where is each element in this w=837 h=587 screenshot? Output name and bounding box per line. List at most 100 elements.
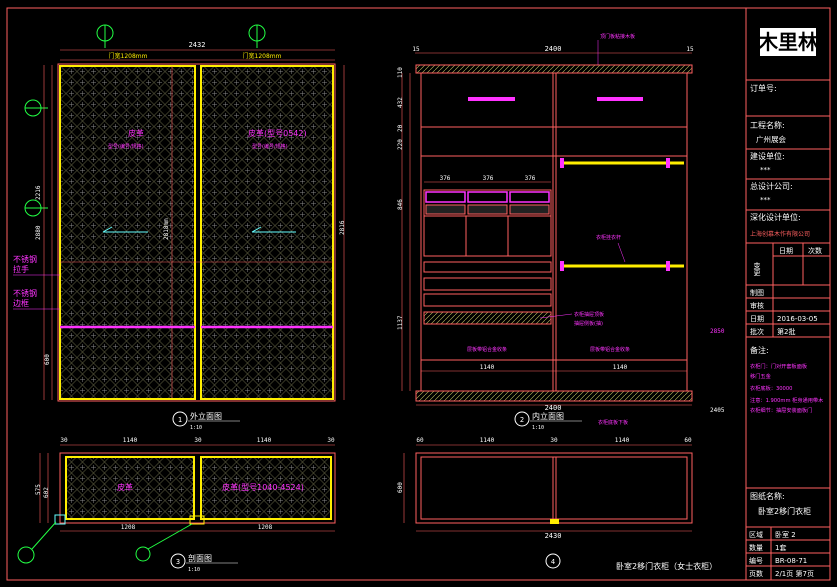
rail-note: 衣柜挂衣杆 [596, 234, 621, 241]
left-dim-3: 20 [397, 124, 404, 132]
plan-r-dim-1: 1140 [480, 437, 495, 444]
footer-title: 卧室2移门衣柜（女士衣柜） [616, 561, 717, 571]
code-label: 编号 [749, 556, 763, 565]
plan-dim-4: 30 [327, 437, 335, 444]
view-tag [514, 411, 530, 427]
plan-bottom-dim-1: 1208 [258, 524, 273, 531]
right-panel-text: 皮革(型号0542) [248, 128, 307, 138]
front-elevation: 2432 门宽1208mm 门宽1208mm 2216 2880 2816 60… [13, 24, 346, 431]
inner-bottom-total: 2400 [545, 404, 562, 412]
batch-value: 第2批 [777, 327, 795, 336]
front-height-left2: 2880 [35, 225, 42, 240]
times-col: 次数 [808, 246, 822, 255]
inner-scale: 1:10 [532, 425, 544, 431]
general-design-label: 总设计公司: [750, 181, 793, 191]
logo: 木里林 [757, 30, 818, 54]
plan-r-tag: 4 [551, 558, 555, 566]
drawer-note-1: 衣柜抽屉顶板 [574, 311, 604, 318]
inner-top-panel [415, 64, 693, 74]
project-name-label: 工程名称: [750, 120, 785, 130]
plan-dim-0: 30 [60, 437, 68, 444]
note-4: 注意：1.900mm 柜身通用带木 [750, 396, 824, 404]
deepening-value: 上海创慕木作有限公司 [750, 230, 810, 238]
plan-left-dim-1: 602 [43, 487, 50, 498]
builder-value: *** [760, 166, 771, 174]
left-panel-text: 皮革 [128, 128, 144, 138]
note-3: 衣柜底板：30000 [750, 384, 792, 392]
note-5: 衣柜细节：抽屉安装面板门 [750, 406, 812, 414]
plan-tag: 3 [176, 558, 180, 566]
plan-section-right: 60 1140 30 1140 60 600 2430 4 卧室2移门衣柜（女士… [397, 437, 717, 571]
plan-scale: 1:10 [188, 567, 200, 573]
plan-r-dim-2: 30 [550, 437, 558, 444]
plan-label-left: 皮革 [117, 482, 133, 492]
inner-right-edge: 15 [686, 46, 694, 53]
plan-bottom-dim-0: 1208 [121, 524, 136, 531]
detail-bubble [17, 546, 35, 564]
deepening-label: 深化设计单位: [750, 212, 801, 222]
edge-label-2: 边框 [13, 298, 29, 308]
inner-tag: 2 [520, 416, 524, 424]
general-design-value: *** [760, 196, 771, 204]
right-panel-sub: 型号(编号/规格) [252, 143, 288, 150]
front-height-left: 2216 [35, 185, 42, 200]
drawing-name: 卧室2移门衣柜 [758, 506, 811, 516]
sheet-border [6, 7, 831, 581]
date-label: 日期 [750, 315, 764, 323]
plan-dim-1: 1140 [123, 437, 138, 444]
plan-r-dim-3: 1140 [615, 437, 630, 444]
plan-r-dim-0: 60 [416, 437, 424, 444]
bottom-note: 衣柜底板下板 [598, 419, 628, 426]
edge-label-1: 不锈钢 [13, 288, 37, 298]
page-value: 2/1页 第7页 [775, 569, 814, 578]
notes-label: 备注: [750, 345, 769, 355]
front-right-width: 门宽1208mm [243, 52, 282, 60]
detail-bubble [135, 546, 151, 562]
right-sub: 2405 [710, 407, 725, 414]
plan-section-left: 30 1140 30 1140 30 皮革 皮革(型号1040-4524) 57… [17, 437, 336, 573]
qty-label: 数量 [749, 543, 763, 552]
order-no-label: 订单号: [750, 83, 777, 93]
date-value: 2016-03-05 [777, 315, 818, 323]
plan-panel-right [200, 456, 332, 520]
project-name: 广州展会 [756, 134, 786, 144]
review-label: 审核 [750, 301, 764, 310]
inner-title: 内立面图 [532, 411, 564, 421]
note-1: 衣柜门：门对开套板面板 [750, 362, 808, 370]
left-dim-5: 846 [397, 199, 404, 210]
date-col: 日期 [779, 247, 793, 255]
plan-label-right: 皮革(型号1040-4524) [222, 482, 304, 492]
bottom-dim-left: 1140 [480, 364, 495, 371]
drawer-dim-1: 376 [440, 175, 451, 182]
view-tag [172, 411, 188, 427]
area-label: 区域 [749, 530, 763, 539]
title-block: 木里林 订单号: 工程名称: 广州展会 建设单位: *** 总设计公司: ***… [746, 28, 830, 580]
plan-dim-2: 30 [194, 437, 202, 444]
left-dim-6: 1137 [397, 315, 404, 330]
drawer-dim-3: 376 [525, 175, 536, 182]
builder-label: 建设单位: [750, 151, 785, 161]
plan-right-body [415, 452, 693, 524]
front-left-width: 门宽1208mm [109, 52, 148, 60]
front-title: 外立面图 [190, 411, 222, 421]
front-width-total: 2432 [189, 41, 206, 49]
area-value: 卧室 2 [775, 530, 796, 539]
inner-left-edge: 15 [412, 46, 420, 53]
plan-r-left-dim: 600 [397, 482, 404, 493]
inner-top-note: 顶门板粘接木板 [600, 33, 635, 40]
plan-r-bottom-total: 2430 [545, 532, 562, 540]
code-value: BR-08-71 [775, 557, 807, 565]
plan-dim-3: 1140 [257, 437, 272, 444]
left-dim-1: 110 [397, 67, 404, 78]
front-tag: 1 [178, 416, 182, 424]
right-mark: 2850 [710, 328, 725, 335]
front-height-right: 2816 [339, 220, 346, 235]
left-panel-sub: 型号(编号/规格) [108, 143, 144, 150]
inner-elevation: 2400 15 15 顶门板粘接木板 376 376 376 [397, 33, 725, 431]
handle-label-2: 拉手 [13, 264, 29, 274]
page-label: 页数 [749, 569, 763, 578]
drawn-label: 制图 [750, 288, 764, 297]
batch-label: 批次 [750, 327, 764, 336]
